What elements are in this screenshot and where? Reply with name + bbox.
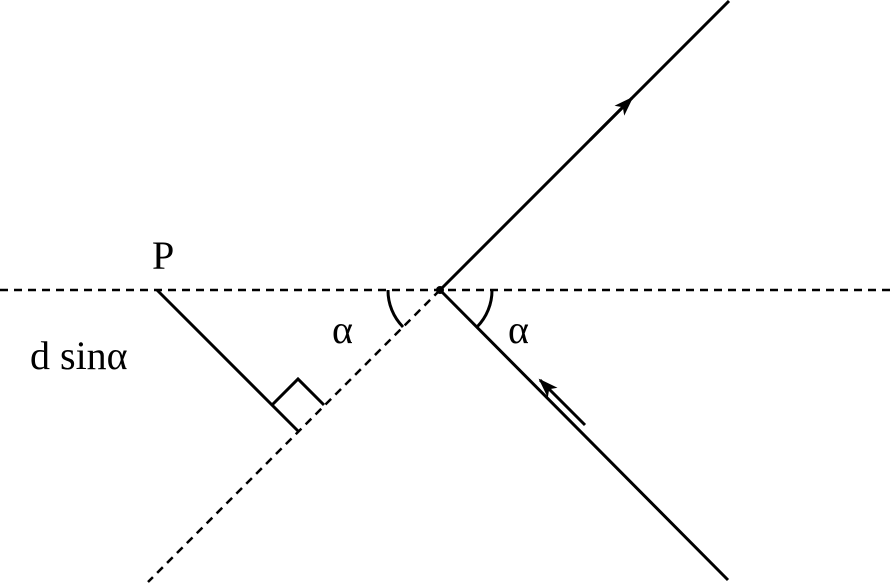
incoming-arrow-icon: [538, 378, 587, 427]
outgoing-arrow-icon: [588, 96, 634, 142]
perpendicular-line: [155, 288, 300, 433]
dashed-extension-line: [147, 289, 441, 583]
origin-point: [436, 286, 444, 294]
point-p-label: P: [152, 233, 175, 278]
angle-alpha-right-label: α: [508, 307, 529, 352]
left-angle-arc: [386, 289, 405, 329]
right-angle-marker: [270, 376, 326, 407]
outgoing-ray: [438, 0, 731, 292]
incoming-ray: [438, 288, 730, 582]
angle-alpha-left-label: α: [332, 307, 353, 352]
distance-label: d sinα: [30, 333, 128, 378]
right-angle-arc: [475, 289, 494, 329]
